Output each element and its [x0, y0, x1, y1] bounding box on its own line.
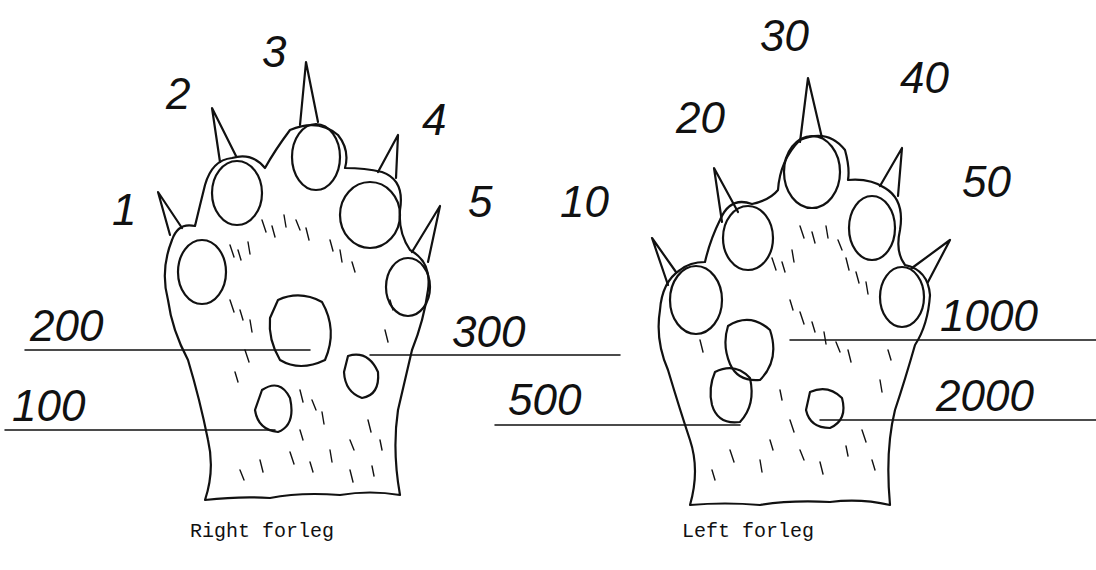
callout-number: 2 [166, 72, 190, 116]
figure-caption: Left forleg [682, 522, 814, 542]
callout-number: 500 [508, 378, 581, 422]
callout-number: 300 [452, 310, 525, 354]
callout-number: 50 [962, 160, 1011, 204]
figure-caption: Right forleg [190, 522, 334, 542]
callout-number: 20 [676, 96, 725, 140]
callout-number: 1000 [940, 294, 1038, 338]
callout-number: 5 [468, 180, 492, 224]
callout-number: 200 [30, 304, 103, 348]
callout-number: 40 [900, 56, 949, 100]
callout-number: 3 [262, 30, 286, 74]
callout-number: 4 [422, 98, 446, 142]
callout-number: 10 [560, 180, 609, 224]
callout-number: 1 [112, 188, 136, 232]
callout-number: 30 [760, 14, 809, 58]
callout-number: 2000 [936, 374, 1034, 418]
callout-number: 100 [12, 384, 85, 428]
